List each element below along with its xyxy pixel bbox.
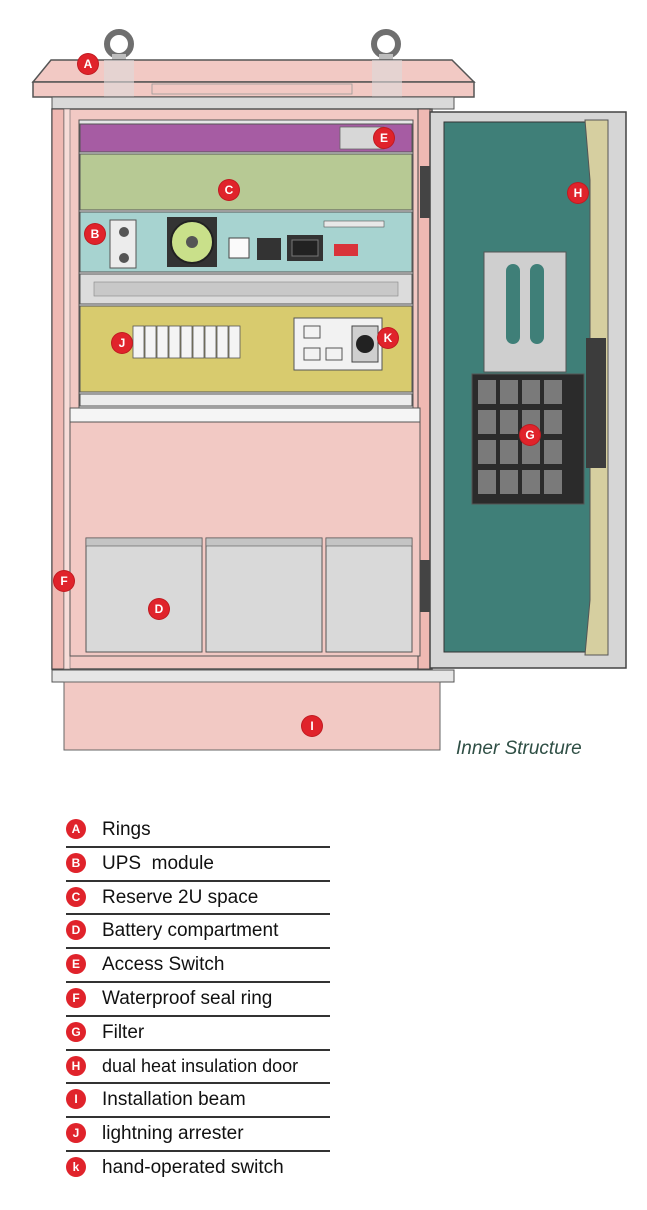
arrester-modules (132, 325, 241, 359)
legend-item: k hand-operated switch (66, 1152, 330, 1186)
marker-a: A (78, 54, 98, 74)
legend-item: J lightning arrester (66, 1118, 330, 1152)
legend-badge: G (66, 1021, 86, 1042)
marker-j: J (112, 333, 132, 353)
marker-i: I (302, 716, 322, 736)
legend-item: D Battery compartment (66, 915, 330, 950)
legend-label: lightning arrester (102, 1123, 244, 1145)
legend-label: Filter (102, 1021, 145, 1043)
legend-label: Reserve 2U space (102, 886, 259, 908)
legend-item: C Reserve 2U space (66, 882, 330, 916)
legend-badge: I (66, 1089, 86, 1110)
legend-label: Rings (102, 819, 151, 840)
cabinet-illustration (31, 29, 627, 751)
marker-c: C (219, 180, 239, 200)
legend-item: I Installation beam (66, 1084, 330, 1119)
legend-label: Waterproof seal ring (102, 987, 273, 1009)
reserve-2u-space (79, 153, 413, 211)
legend-badge: H (66, 1055, 86, 1076)
legend-item: E Access Switch (66, 949, 330, 983)
cabinet-diagram: A B C D E F G H I J K Inner Structure (31, 29, 627, 759)
legend-item: A Rings (66, 814, 330, 848)
legend-badge: J (66, 1123, 86, 1144)
diagram-caption: Inner Structure (456, 738, 582, 759)
legend-badge: D (66, 920, 86, 941)
legend-item: H dual heat insulation door (66, 1051, 330, 1085)
legend-badge: E (66, 954, 86, 975)
lifting-rings (104, 29, 401, 64)
legend-badge: A (66, 819, 86, 839)
legend-label: Access Switch (102, 954, 225, 976)
marker-b: B (85, 224, 105, 244)
marker-h: H (568, 183, 588, 203)
legend-item: G Filter (66, 1017, 330, 1051)
legend-label: UPS module (102, 852, 214, 874)
legend-label: dual heat insulation door (102, 1055, 299, 1076)
marker-f: F (54, 571, 74, 591)
marker-d: D (149, 599, 169, 619)
legend-label: hand-operated switch (102, 1156, 284, 1178)
roof (31, 59, 476, 83)
legend: A Rings B UPS module C Reserve 2U space … (66, 814, 330, 1186)
marker-e: E (374, 128, 394, 148)
legend-item: F Waterproof seal ring (66, 983, 330, 1017)
marker-g: G (520, 425, 540, 445)
legend-item: B UPS module (66, 848, 330, 882)
legend-label: Battery compartment (102, 920, 279, 942)
legend-badge: F (66, 987, 86, 1008)
legend-label: Installation beam (102, 1089, 246, 1111)
legend-badge: k (66, 1156, 86, 1177)
legend-badge: B (66, 852, 86, 873)
installation-beam (63, 681, 441, 751)
batteries (85, 537, 413, 653)
legend-badge: C (66, 886, 86, 907)
marker-k: K (378, 328, 398, 348)
